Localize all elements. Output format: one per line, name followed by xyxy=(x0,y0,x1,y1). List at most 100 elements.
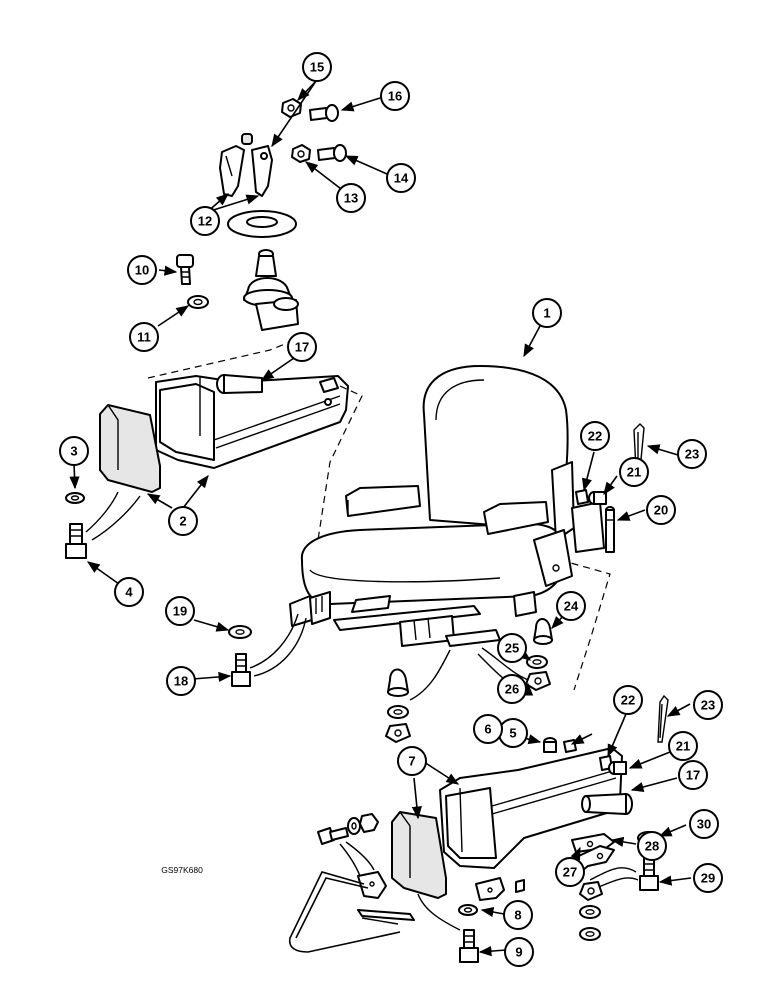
bolt-16 xyxy=(309,104,339,122)
callout-label: 24 xyxy=(564,599,579,614)
callout-label: 8 xyxy=(514,908,521,923)
callout-label: 5 xyxy=(509,726,516,741)
callout-label: 3 xyxy=(70,444,77,459)
nut-lower-left xyxy=(359,813,379,833)
callout-29: 29 xyxy=(693,863,723,893)
callout-7: 7 xyxy=(397,746,427,776)
right-console-box xyxy=(439,747,623,869)
callout-circle xyxy=(503,900,533,930)
callout-circle xyxy=(127,255,157,285)
callout-label: 21 xyxy=(627,465,641,480)
pin-21-top xyxy=(588,491,607,505)
pin-21-lower xyxy=(608,761,627,775)
callout-label: 1 xyxy=(543,306,550,321)
callout-circle xyxy=(556,591,586,621)
callout-17: 17 xyxy=(678,760,708,790)
callout-label: 22 xyxy=(588,429,602,444)
bush-22-top xyxy=(575,489,589,505)
callout-24: 24 xyxy=(556,591,586,621)
figure-code: GS97K680 xyxy=(161,865,203,875)
callout-circle xyxy=(59,436,89,466)
bush-6 xyxy=(543,737,557,753)
callout-label: 21 xyxy=(676,739,690,754)
bolt-29 xyxy=(639,857,659,891)
callout-circle xyxy=(637,831,667,861)
callout-28: 28 xyxy=(637,831,667,861)
washer-left xyxy=(387,705,409,719)
callout-circle xyxy=(129,322,159,352)
callout-15: 15 xyxy=(302,52,332,82)
callout-circle xyxy=(504,937,534,967)
callout-circle xyxy=(693,863,723,893)
washer-lower-left xyxy=(347,817,361,835)
callout-circle xyxy=(497,633,527,663)
callout-circle xyxy=(473,714,503,744)
callout-circle xyxy=(580,421,610,451)
callout-6: 6 xyxy=(473,714,503,744)
callout-label: 17 xyxy=(686,768,700,783)
callout-label: 23 xyxy=(685,447,699,462)
callout-label: 15 xyxy=(310,60,324,75)
callout-label: 18 xyxy=(174,674,188,689)
callout-label: 26 xyxy=(505,682,519,697)
washer-8 xyxy=(458,904,478,916)
callout-label: 11 xyxy=(137,330,151,345)
nut-15 xyxy=(281,98,302,118)
bolt-lower-left xyxy=(317,827,349,845)
callout-23: 23 xyxy=(677,439,707,469)
callout-circle xyxy=(380,81,410,111)
cable-loop xyxy=(288,871,401,953)
callout-label: 22 xyxy=(621,693,635,708)
callout-circle xyxy=(646,495,676,525)
callout-circle xyxy=(168,506,198,536)
callout-circle xyxy=(668,731,698,761)
callout-26: 26 xyxy=(497,674,527,704)
callout-30: 30 xyxy=(689,809,719,839)
washer-25 xyxy=(526,655,548,669)
pivot-pin-17-top xyxy=(216,374,339,394)
pivot-pin-17-lower xyxy=(581,793,633,815)
joystick-clevis-left xyxy=(219,145,245,197)
callout-label: 2 xyxy=(179,514,186,529)
bolt-10 xyxy=(176,254,194,285)
washer-lower-right-a xyxy=(579,905,601,919)
callout-label: 29 xyxy=(701,871,715,886)
callout-14: 14 xyxy=(386,163,416,193)
nut-13 xyxy=(291,144,311,163)
left-console-cover xyxy=(99,404,161,493)
callout-8: 8 xyxy=(503,900,533,930)
callout-circle xyxy=(165,596,195,626)
joystick-base xyxy=(243,249,299,331)
callout-circle xyxy=(555,857,585,887)
callout-22: 22 xyxy=(580,421,610,451)
callout-20: 20 xyxy=(646,495,676,525)
callout-circle xyxy=(693,690,723,720)
callout-label: 12 xyxy=(198,214,212,229)
callout-18: 18 xyxy=(166,666,196,696)
callout-label: 4 xyxy=(125,585,133,600)
callout-circle xyxy=(190,206,220,236)
left-console-box xyxy=(155,375,349,469)
bolt-14 xyxy=(317,144,347,162)
callout-circle xyxy=(166,666,196,696)
callout-label: 10 xyxy=(135,263,149,278)
callout-5: 5 xyxy=(498,718,528,748)
joystick-clevis-center xyxy=(241,133,273,197)
nut-26 xyxy=(525,671,551,691)
callout-label: 13 xyxy=(344,191,358,206)
callout-11: 11 xyxy=(129,322,159,352)
bracket-lower xyxy=(475,877,505,901)
split-pin-23-lower xyxy=(657,694,669,743)
callout-circle xyxy=(689,809,719,839)
mount-buffer-left xyxy=(387,668,409,697)
callout-label: 28 xyxy=(645,839,659,854)
callout-circle xyxy=(287,332,317,362)
bolt-4 xyxy=(65,523,87,559)
callout-label: 19 xyxy=(173,604,187,619)
seat-assembly xyxy=(289,365,605,647)
callout-9: 9 xyxy=(504,937,534,967)
callout-16: 16 xyxy=(380,81,410,111)
callout-17: 17 xyxy=(287,332,317,362)
callout-label: 9 xyxy=(515,945,522,960)
